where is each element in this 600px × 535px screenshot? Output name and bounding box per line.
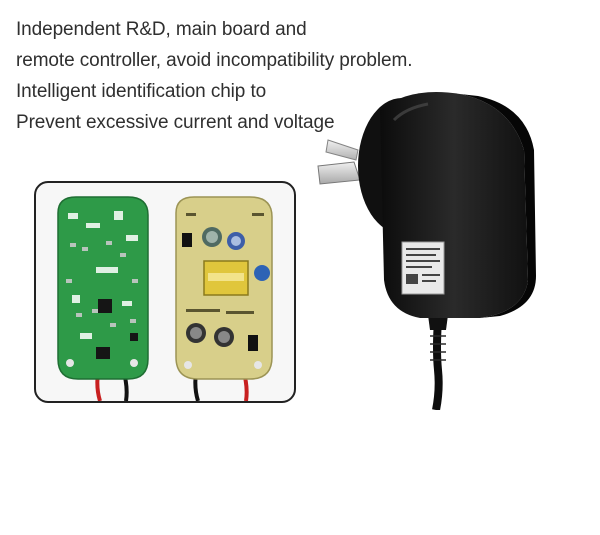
power-adapter-photo bbox=[310, 80, 550, 410]
power-adapter-illustration bbox=[317, 92, 536, 410]
feature-line-2: remote controller, avoid incompatibility… bbox=[16, 50, 413, 71]
feature-line-4: Prevent excessive current and voltage bbox=[16, 112, 335, 133]
circuit-board-photo bbox=[34, 181, 296, 403]
circuit-board-illustration bbox=[57, 196, 273, 401]
feature-line-3: Intelligent identification chip to bbox=[16, 81, 267, 102]
feature-line-1: Independent R&D, main board and bbox=[16, 19, 307, 40]
feature-description: Independent R&D, main board and remote c… bbox=[16, 14, 456, 138]
